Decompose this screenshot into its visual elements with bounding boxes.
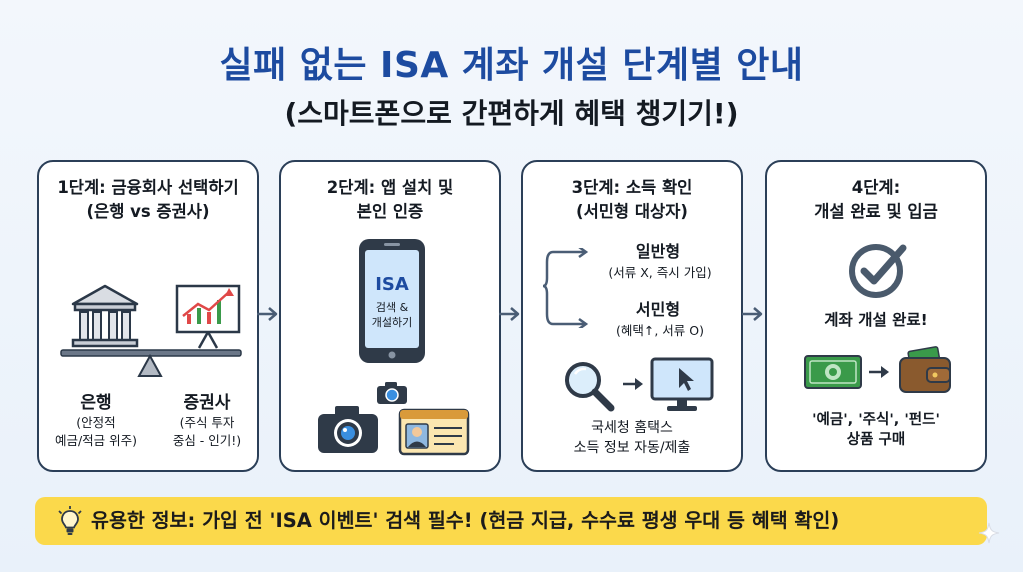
phone-screen-line2: 개설하기 bbox=[371, 316, 413, 329]
low-income-type-description: (혜택↑, 서류 O) bbox=[616, 323, 704, 338]
check-circle-icon bbox=[849, 244, 907, 298]
step-3-title-line1: 3단계: 소득 확인 bbox=[571, 178, 693, 197]
page-title: 실패 없는 ISA 계좌 개설 단계별 안내 bbox=[219, 45, 804, 86]
broker-desc-line2: 중심 - 인기!) bbox=[172, 433, 242, 448]
hometax-line2: 소득 정보 자동/제출 bbox=[573, 440, 691, 456]
general-type-description: (서류 X, 즉시 가입) bbox=[608, 265, 712, 280]
arrow-right-icon bbox=[869, 366, 889, 378]
cursor-icon bbox=[679, 368, 694, 391]
tip-text: 유용한 정보: 가입 전 'ISA 이벤트' 검색 필수! (현금 지급, 수수… bbox=[91, 509, 840, 532]
step-1-title-line2: (은행 vs 증권사) bbox=[86, 202, 210, 221]
step-2-title-line2: 본인 인증 bbox=[356, 202, 424, 221]
page-subtitle: (스마트폰으로 간편하게 혜택 챙기기!) bbox=[284, 97, 739, 130]
broker-description: (주식 투자 중심 - 인기!) bbox=[153, 414, 261, 450]
id-card-icon bbox=[398, 408, 470, 456]
step-1-title: 1단계: 금융회사 선택하기 (은행 vs 증권사) bbox=[39, 176, 257, 224]
lightbulb-icon bbox=[58, 506, 82, 535]
balance-scale-icon bbox=[60, 284, 242, 377]
tip-banner: 유용한 정보: 가입 전 'ISA 이벤트' 검색 필수! (현금 지급, 수수… bbox=[35, 497, 987, 545]
step-4-title-line2: 개설 완료 및 입금 bbox=[814, 202, 938, 221]
smartphone-icon bbox=[359, 239, 425, 363]
low-income-type-label: 서민형 bbox=[635, 300, 681, 319]
products-description: '예금', '주식', '펀드' 상품 구매 bbox=[767, 410, 985, 450]
magnifier-icon bbox=[565, 362, 615, 412]
bank-label: 은행 bbox=[80, 393, 112, 413]
step-3-title: 3단계: 소득 확인 (서민형 대상자) bbox=[523, 176, 741, 224]
arrow-right-icon bbox=[623, 378, 643, 390]
stock-chart-icon bbox=[175, 284, 241, 349]
phone-screen-text: 검색 & 개설하기 bbox=[356, 300, 428, 330]
arrow-right-icon bbox=[499, 307, 520, 321]
account-complete-label: 계좌 개설 완료! bbox=[824, 311, 928, 329]
branch-arrows-icon bbox=[542, 248, 589, 328]
hometax-description: 국세청 홈택스 소득 정보 자동/제출 bbox=[523, 418, 741, 458]
phone-screen-title: ISA bbox=[375, 274, 409, 295]
step-4-card: 4단계: 개설 완료 및 입금 계좌 개설 완료! '예금', '주식', '펀… bbox=[765, 160, 987, 472]
monitor-icon bbox=[650, 357, 714, 411]
step-2-title-line1: 2단계: 앱 설치 및 bbox=[326, 178, 454, 197]
broker-desc-line1: (주식 투자 bbox=[179, 415, 235, 430]
broker-label: 증권사 bbox=[183, 393, 231, 413]
phone-screen-line1: 검색 & bbox=[375, 301, 409, 314]
products-line2: 상품 구매 bbox=[846, 432, 906, 448]
sparkle-icon bbox=[978, 522, 1000, 544]
step-2-title: 2단계: 앱 설치 및 본인 인증 bbox=[281, 176, 499, 224]
step-1-card: 1단계: 금융회사 선택하기 (은행 vs 증권사) bbox=[37, 160, 259, 472]
wallet-icon bbox=[899, 346, 951, 393]
bank-desc-line2: 예금/적금 위주) bbox=[54, 433, 138, 448]
bank-description: (안정적 예금/적금 위주) bbox=[41, 414, 151, 450]
small-camera-icon bbox=[377, 382, 407, 404]
step-3-title-line2: (서민형 대상자) bbox=[576, 202, 688, 221]
step-1-title-line1: 1단계: 금융회사 선택하기 bbox=[57, 178, 239, 197]
step-3-card: 3단계: 소득 확인 (서민형 대상자) 일반형 (서류 X, 즉시 가입) 서… bbox=[521, 160, 743, 472]
products-line1: '예금', '주식', '펀드' bbox=[812, 412, 940, 428]
cash-icon bbox=[804, 355, 862, 389]
step-4-title-line1: 4단계: bbox=[851, 178, 901, 197]
arrow-right-icon bbox=[257, 307, 278, 321]
bank-icon bbox=[71, 284, 139, 348]
step-2-card: 2단계: 앱 설치 및 본인 인증 ISA 검색 & 개설하기 bbox=[279, 160, 501, 472]
bank-desc-line1: (안정적 bbox=[76, 415, 116, 430]
general-type-label: 일반형 bbox=[635, 242, 681, 261]
camera-icon bbox=[318, 406, 378, 453]
step-4-title: 4단계: 개설 완료 및 입금 bbox=[767, 176, 985, 224]
arrow-right-icon bbox=[742, 307, 763, 321]
hometax-line1: 국세청 홈택스 bbox=[591, 420, 673, 436]
